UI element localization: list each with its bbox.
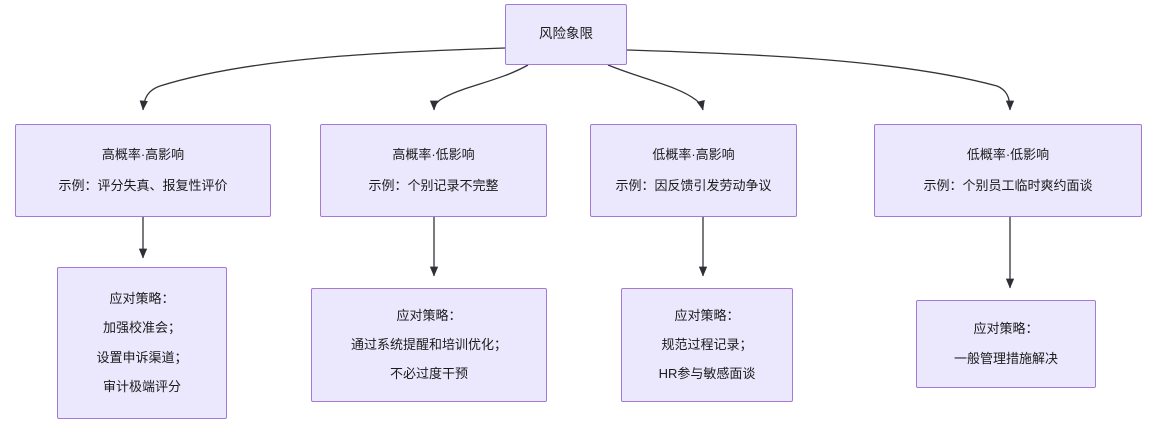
- node-strategy-low-high[interactable]: 应对策略： 规范过程记录； HR参与敏感面谈: [621, 288, 793, 402]
- strategy-heading: 应对策略：: [674, 307, 740, 323]
- strategy-item: 设置申诉渠道；: [96, 349, 188, 365]
- strategy-heading: 应对策略：: [109, 291, 175, 306]
- node-strategy-high-high[interactable]: 应对策略： 加强校准会； 设置申诉渠道； 审计极端评分: [57, 267, 227, 419]
- strategy-item: HR参与敏感面谈: [658, 366, 756, 382]
- edge-root-to-q3: [607, 64, 705, 111]
- strategy-item: 一般管理措施解决: [953, 350, 1058, 366]
- strategy-item: 通过系统提醒和培训优化；: [350, 336, 507, 352]
- quadrant-example: 示例：个别员工临时爽约面谈: [923, 178, 1093, 193]
- quadrant-example: 示例：因反馈引发劳动争议: [615, 178, 772, 193]
- strategy-item: 加强校准会；: [102, 320, 181, 336]
- quadrant-example: 示例：个别记录不完整: [368, 178, 499, 193]
- node-low-prob-high-impact[interactable]: 低概率·高影响 示例：因反馈引发劳动争议: [590, 124, 797, 217]
- strategy-item: 审计极端评分: [102, 378, 181, 394]
- node-high-prob-low-impact[interactable]: 高概率·低影响 示例：个别记录不完整: [320, 124, 547, 217]
- strategy-heading: 应对策略：: [973, 321, 1039, 337]
- strategy-heading: 应对策略：: [396, 307, 462, 323]
- quadrant-title: 高概率·低影响: [392, 146, 475, 162]
- node-risk-quadrant-label: 风险象限: [539, 26, 593, 42]
- node-high-prob-high-impact[interactable]: 高概率·高影响 示例：评分失真、报复性评价: [15, 124, 271, 217]
- node-strategy-high-low[interactable]: 应对策略： 通过系统提醒和培训优化； 不必过度干预: [311, 288, 547, 402]
- node-risk-quadrant[interactable]: 风险象限: [505, 4, 627, 65]
- quadrant-title: 高概率·高影响: [101, 146, 185, 162]
- quadrant-example: 示例：评分失真、报复性评价: [58, 178, 228, 193]
- strategy-item: 不必过度干预: [389, 366, 468, 382]
- edge-root-to-q2: [429, 64, 529, 111]
- quadrant-title: 低概率·低影响: [966, 146, 1050, 162]
- strategy-item: 规范过程记录；: [661, 336, 753, 352]
- edge-root-to-q4: [626, 49, 1015, 111]
- node-low-prob-low-impact[interactable]: 低概率·低影响 示例：个别员工临时爽约面谈: [874, 124, 1142, 217]
- node-strategy-low-low[interactable]: 应对策略： 一般管理措施解决: [916, 300, 1096, 388]
- edge-root-to-q1: [139, 47, 506, 111]
- quadrant-title: 低概率·高影响: [652, 146, 735, 162]
